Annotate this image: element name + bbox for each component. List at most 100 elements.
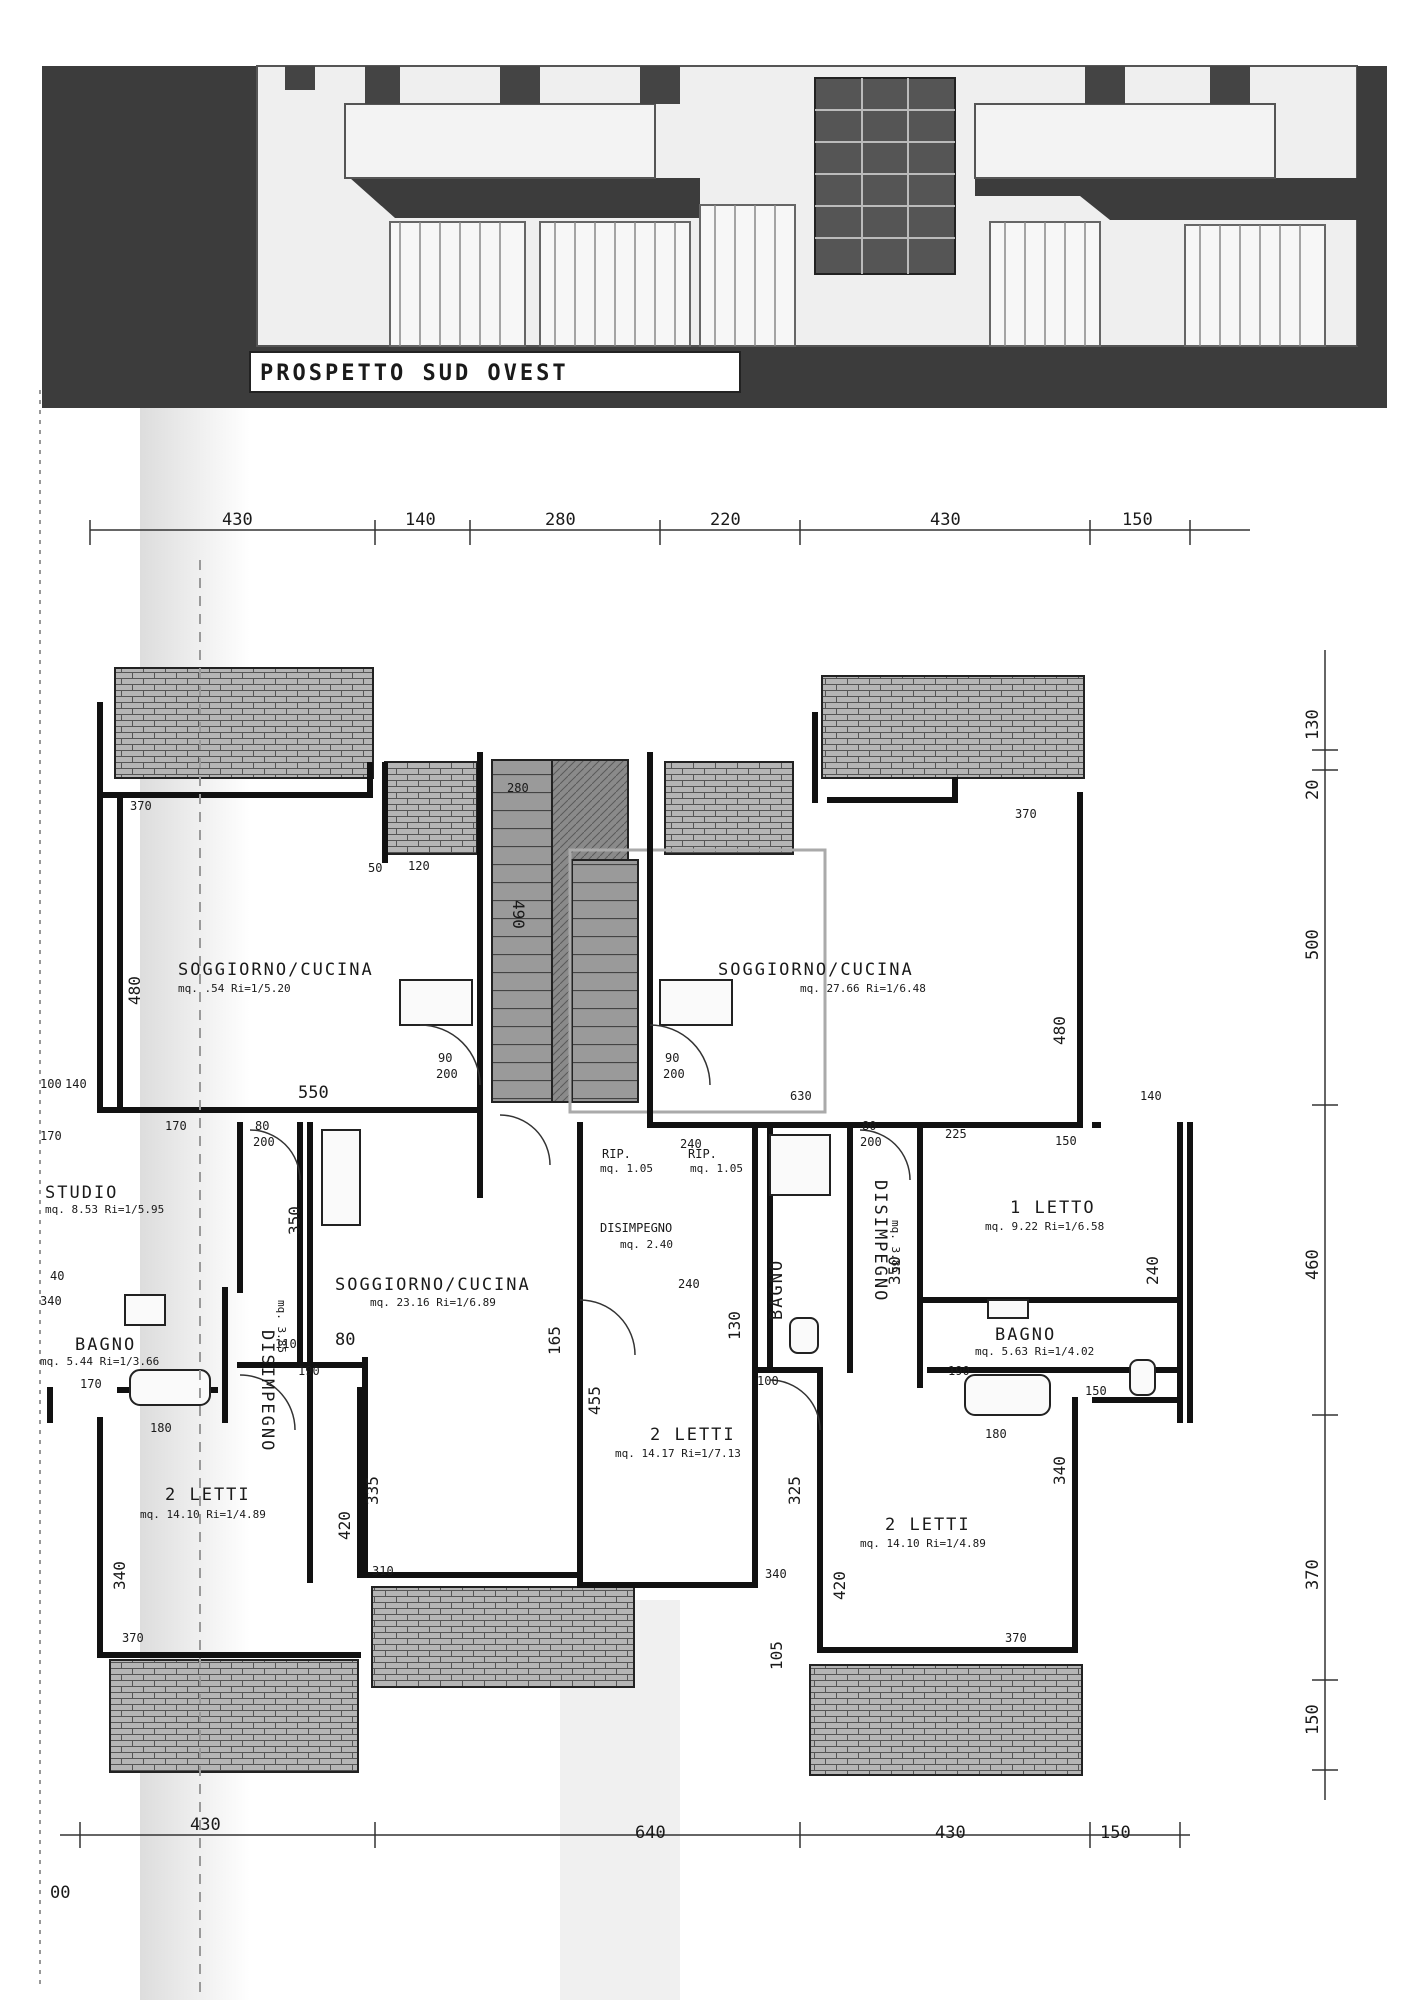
dim-420-a: 420 [335, 1511, 354, 1540]
door-4-width: 80 [862, 1119, 876, 1133]
elevation-drawing [42, 65, 1387, 408]
dim-340-b: 340 [1050, 1456, 1069, 1485]
dim-455: 455 [585, 1386, 604, 1415]
dim-240-a: 240 [678, 1277, 700, 1291]
dim-490: 490 [509, 900, 528, 929]
bathtub-left [129, 1369, 211, 1406]
stair-flight-left [491, 759, 553, 1103]
balcony-slab-left [350, 178, 700, 218]
top-dim-6: 150 [1122, 510, 1153, 530]
dim-350-b: 350 [885, 1256, 904, 1285]
bottom-dim-3: 430 [935, 1823, 966, 1843]
room-disimpegno-left-area: mq. 3.85 [275, 1300, 288, 1353]
bathtub-right [964, 1374, 1051, 1416]
dim-130: 130 [725, 1311, 744, 1340]
room-disimpegno-center-area: mq. 2.40 [620, 1238, 673, 1251]
dim-120: 120 [408, 859, 430, 873]
balcony-top-right [821, 675, 1085, 779]
dim-190-b: 190 [948, 1364, 970, 1378]
right-dim-3: 500 [1303, 929, 1323, 960]
room-bagno-center-title: BAGNO [767, 1259, 787, 1320]
room-soggiorno-right-title: SOGGIORNO/CUCINA [718, 960, 914, 980]
top-dim-3: 280 [545, 510, 576, 530]
sink-right [659, 979, 733, 1026]
right-dim-6: 150 [1303, 1704, 1323, 1735]
right-dim-4: 460 [1303, 1249, 1323, 1280]
dim-105: 105 [767, 1641, 786, 1670]
bottom-dim-4: 150 [1100, 1823, 1131, 1843]
dim-225: 225 [945, 1127, 967, 1141]
room-soggiorno-left-area: mq. .54 Ri=1/5.20 [178, 982, 291, 995]
stairwell-window [814, 77, 956, 275]
dim-150-b: 150 [1085, 1384, 1107, 1398]
door-slats [399, 205, 1301, 346]
room-bagno-right-area: mq. 5.63 Ri=1/4.02 [975, 1345, 1094, 1358]
top-dim-2: 140 [405, 510, 436, 530]
room-bagno-left-title: BAGNO [75, 1335, 136, 1355]
window-top-6 [1210, 66, 1250, 104]
fixtures [124, 979, 1156, 1416]
room-2-letti-center-title: 2 LETTI [650, 1425, 736, 1445]
sink-center [321, 1129, 361, 1226]
inner-dimensions: 370 370 370 370 280 480 480 490 550 170 … [40, 781, 1162, 1670]
room-disimpegno-center-title: DISIMPEGNO [600, 1221, 672, 1235]
dim-370-c: 370 [122, 1631, 144, 1645]
dim-480-a: 480 [125, 976, 144, 1005]
room-disimpegno-right-area: mq. 3.85 [889, 1220, 902, 1273]
dim-335: 335 [363, 1476, 382, 1505]
dim-630: 630 [790, 1089, 812, 1103]
dim-100-a: 100 [40, 1077, 62, 1091]
room-soggiorno-center-area: mq. 23.16 Ri=1/6.89 [370, 1296, 496, 1309]
door-1-height: 200 [436, 1067, 458, 1081]
dim-180-a: 180 [150, 1421, 172, 1435]
balcony-bottom-right [809, 1664, 1083, 1776]
room-1-letto-area: mq. 9.22 Ri=1/6.58 [985, 1220, 1104, 1233]
window-top-3 [500, 66, 540, 104]
window-top-5 [1085, 66, 1125, 104]
top-dim-1: 430 [222, 510, 253, 530]
room-2-letti-left-title: 2 LETTI [165, 1485, 251, 1505]
dim-550: 550 [298, 1083, 329, 1103]
dim-420-b: 420 [830, 1571, 849, 1600]
bottom-dimensions: 430 640 430 150 00 [50, 1815, 1131, 1903]
dim-340-side: 340 [40, 1294, 62, 1308]
right-dim-1: 130 [1303, 709, 1323, 740]
door-2-height: 200 [663, 1067, 685, 1081]
room-2-letti-right-title: 2 LETTI [885, 1515, 971, 1535]
dim-165: 165 [545, 1326, 564, 1355]
dim-280: 280 [507, 781, 529, 795]
room-2-letti-left-area: mq. 14.10 Ri=1/4.89 [140, 1508, 266, 1521]
room-soggiorno-left-title: SOGGIORNO/CUCINA [178, 960, 374, 980]
dim-80: 80 [335, 1330, 355, 1350]
dim-325: 325 [785, 1476, 804, 1505]
door-5 [1184, 224, 1326, 347]
balcony-top-left [114, 667, 374, 779]
elevation-title-box [249, 351, 741, 393]
parapet-left [344, 103, 656, 179]
stair-core-outline [568, 848, 827, 1114]
door-swings [239, 1024, 911, 1431]
bottom-dim-partial: 00 [50, 1883, 70, 1903]
door-3-height: 200 [253, 1135, 275, 1149]
dim-340-a: 340 [110, 1561, 129, 1590]
door-2-width: 90 [665, 1051, 679, 1065]
dim-310: 310 [372, 1564, 394, 1578]
dim-240-c: 240 [680, 1137, 702, 1151]
room-2-letti-right-area: mq. 14.10 Ri=1/4.89 [860, 1537, 986, 1550]
dim-170-b: 170 [40, 1129, 62, 1143]
stair-flight-right [571, 859, 639, 1103]
dim-180-b: 180 [985, 1427, 1007, 1441]
elevation-left-mass [42, 66, 257, 346]
room-labels: SOGGIORNO/CUCINA mq. .54 Ri=1/5.20 SOGGI… [40, 960, 1104, 1550]
room-studio-title: STUDIO [45, 1183, 118, 1203]
dim-100-b: 100 [757, 1374, 779, 1388]
right-dim-5: 370 [1303, 1559, 1323, 1590]
balcony-bottom-center [371, 1586, 635, 1688]
window-top-2 [365, 66, 400, 104]
window-top-1 [285, 66, 315, 90]
balconies [109, 667, 1085, 1776]
dim-350-a: 350 [285, 1206, 304, 1235]
bottom-dim-2: 640 [635, 1823, 666, 1843]
dim-190-a: 190 [298, 1364, 320, 1378]
washbasin-left [124, 1294, 166, 1326]
